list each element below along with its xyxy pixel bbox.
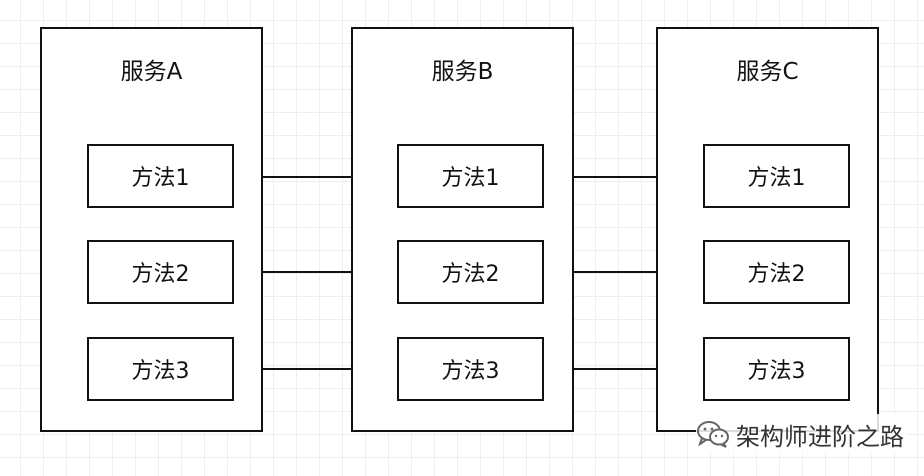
service-a-method-1: 方法1 bbox=[87, 144, 234, 208]
service-a-method-2: 方法2 bbox=[87, 240, 234, 304]
service-b-method-3: 方法3 bbox=[397, 337, 544, 401]
service-b-title: 服务B bbox=[431, 59, 494, 85]
service-c-method-3: 方法3 bbox=[703, 337, 850, 401]
service-c-method-2: 方法2 bbox=[703, 240, 850, 304]
service-b-method-2: 方法2 bbox=[397, 240, 544, 304]
service-b-method-1: 方法1 bbox=[397, 144, 544, 208]
wechat-icon bbox=[697, 421, 729, 448]
service-a-method-3: 方法3 bbox=[87, 337, 234, 401]
watermark: 架构师进阶之路 bbox=[696, 414, 908, 454]
service-a-title: 服务A bbox=[120, 59, 183, 85]
service-c-title: 服务C bbox=[736, 59, 799, 85]
watermark-text: 架构师进阶之路 bbox=[736, 422, 904, 451]
service-c-method-1: 方法1 bbox=[703, 144, 850, 208]
